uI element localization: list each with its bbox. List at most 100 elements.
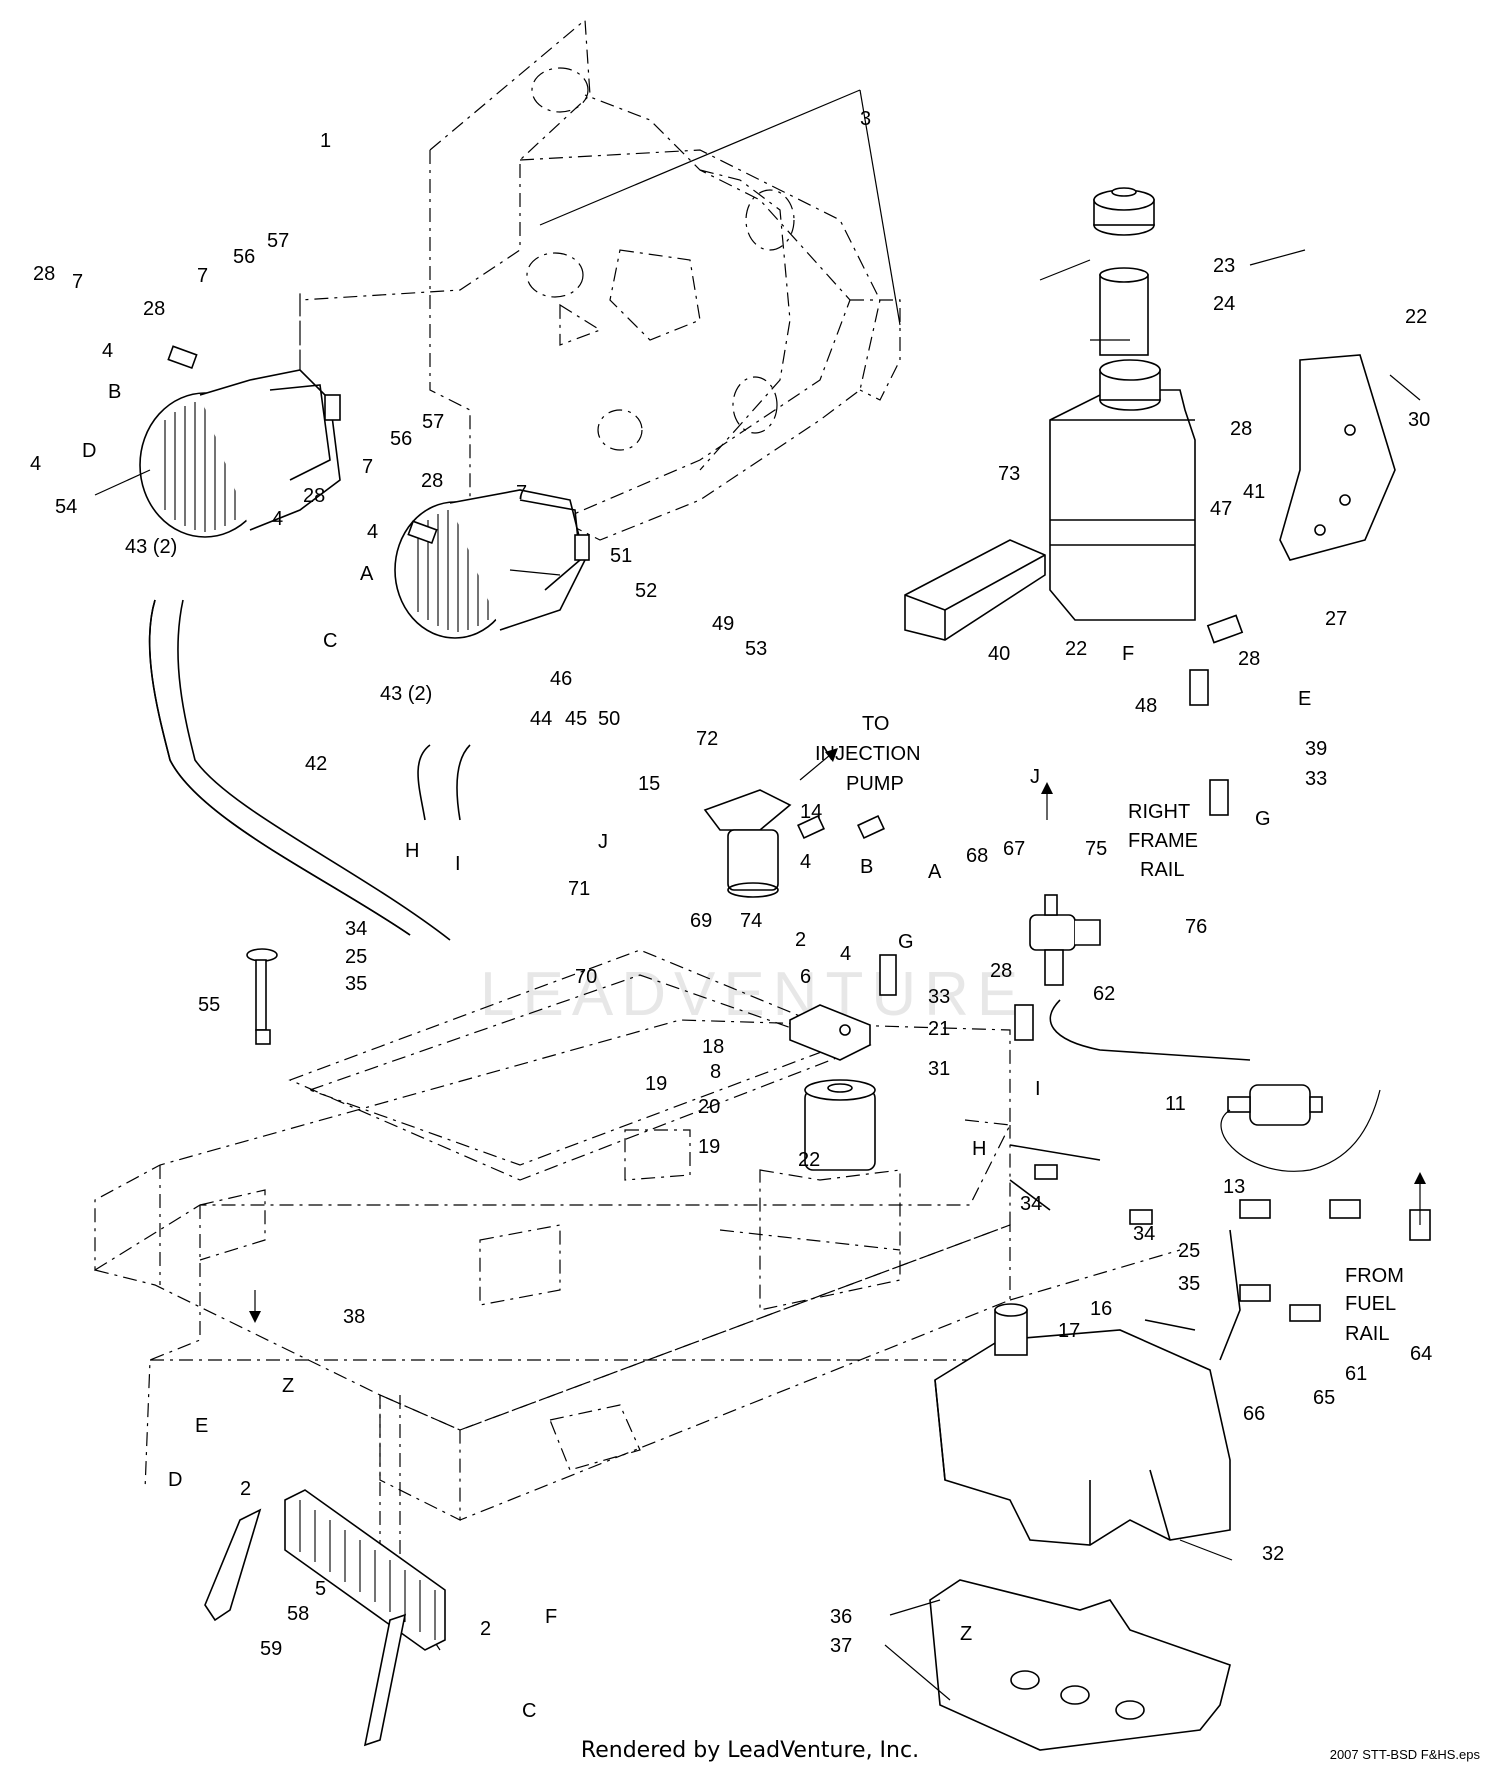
oil-cooler-fins [299, 1500, 436, 1640]
note-right: RIGHT [1128, 801, 1190, 823]
callout-61: 61 [1345, 1363, 1367, 1385]
callout-33: 33 [928, 986, 950, 1008]
callout-2: 2 [795, 929, 806, 951]
callout-69: 69 [690, 910, 712, 932]
heat-shield [929, 1579, 1231, 1751]
callout-33b: 33 [1305, 768, 1327, 790]
callout-35: 35 [345, 973, 367, 995]
callout-57b: 57 [422, 411, 444, 433]
callout-32: 32 [1262, 1543, 1284, 1565]
callout-22: 22 [798, 1149, 820, 1171]
leader-lines [94, 89, 1421, 1701]
callout-56b: 56 [390, 428, 412, 450]
callout-C2: C [522, 1700, 536, 1722]
callout-51: 51 [610, 545, 632, 567]
callout-49: 49 [712, 613, 734, 635]
callout-28e: 28 [1230, 418, 1252, 440]
fittings [167, 345, 1431, 1322]
water-separator [703, 789, 792, 898]
callout-50: 50 [598, 708, 620, 730]
callout-4f: 4 [840, 943, 851, 965]
callout-48: 48 [1135, 695, 1157, 717]
note-frame: FRAME [1128, 830, 1198, 852]
note-pump: PUMP [846, 773, 904, 795]
tank-mounting-plate [1279, 354, 1396, 561]
fuel-filter-assembly [789, 1004, 876, 1171]
callout-22c: 22 [1065, 638, 1087, 660]
note-to-injection-pump: TO INJECTION PUMP [815, 713, 921, 795]
callout-13: 13 [1223, 1176, 1245, 1198]
callout-4b: 4 [30, 453, 41, 475]
callout-Hb: H [972, 1138, 986, 1160]
callout-7d: 7 [516, 482, 527, 504]
hydro-pump-right [394, 489, 590, 639]
watermark-text: LEADVENTURE [480, 960, 1026, 1029]
callout-D: D [82, 440, 96, 462]
callout-2c: 2 [480, 1618, 491, 1640]
callout-67: 67 [1003, 838, 1025, 860]
callout-21: 21 [928, 1018, 950, 1040]
callout-28f: 28 [1238, 648, 1260, 670]
note-fuel: FUEL [1345, 1293, 1396, 1315]
callout-31: 31 [928, 1058, 950, 1080]
callout-14: 14 [800, 801, 822, 823]
callout-57: 57 [267, 230, 289, 252]
callout-4d: 4 [367, 521, 378, 543]
callout-23: 23 [1213, 255, 1235, 277]
rear-frame-plate [299, 18, 901, 541]
dipstick [246, 948, 278, 1045]
callout-54: 54 [55, 496, 77, 518]
callout-65: 65 [1313, 1387, 1335, 1409]
callout-62: 62 [1093, 983, 1115, 1005]
callout-H: H [405, 840, 419, 862]
callout-B2: B [860, 856, 873, 878]
callout-28d: 28 [303, 485, 325, 507]
hydraulic-reservoir-tank [1049, 187, 1196, 621]
callout-55: 55 [198, 994, 220, 1016]
callout-4c: 4 [272, 508, 283, 530]
note-from-fuel-rail: FROM FUEL RAIL [1345, 1265, 1404, 1345]
callout-45: 45 [565, 708, 587, 730]
callout-56: 56 [233, 246, 255, 268]
callout-70: 70 [575, 966, 597, 988]
fuel-lines [1009, 999, 1251, 1361]
callout-Z: Z [282, 1375, 294, 1397]
note-from: FROM [1345, 1265, 1404, 1287]
callout-30: 30 [1408, 409, 1430, 431]
callout-C: C [323, 630, 337, 652]
note-to: TO [862, 713, 889, 735]
callout-7b: 7 [197, 265, 208, 287]
callout-G: G [898, 931, 914, 953]
inline-fuel-pump [1220, 1084, 1381, 1172]
callout-A2: A [928, 861, 942, 883]
callout-2b: 2 [240, 1478, 251, 1500]
callout-36: 36 [830, 1606, 852, 1628]
callout-27: 27 [1325, 608, 1347, 630]
callout-11: 11 [1165, 1093, 1186, 1115]
main-chassis-frame [94, 949, 1181, 1651]
callout-47: 47 [1210, 498, 1232, 520]
note-rail2: RAIL [1345, 1323, 1389, 1345]
callout-42: 42 [305, 753, 327, 775]
callout-28c: 28 [421, 470, 443, 492]
callout-Gb: G [1255, 808, 1271, 830]
callout-58: 58 [287, 1603, 309, 1625]
callout-35b: 35 [1178, 1273, 1200, 1295]
callout-I: I [455, 853, 461, 875]
callout-15: 15 [638, 773, 660, 795]
callout-34: 34 [345, 918, 367, 940]
callout-41: 41 [1243, 481, 1265, 503]
callout-Jb: J [1030, 766, 1040, 788]
callout-Ib: I [1035, 1078, 1041, 1100]
callout-43-2b: 43 (2) [380, 683, 432, 705]
note-injection: INJECTION [815, 743, 921, 765]
callout-34b: 34 [1020, 1193, 1042, 1215]
callout-A: A [360, 563, 374, 585]
callout-25: 25 [345, 946, 367, 968]
callout-24: 24 [1213, 293, 1235, 315]
callout-labels: 1 3 7 56 57 28 7 28 4 4 B D 54 56 57 7 2… [30, 108, 1432, 1722]
callout-B: B [108, 381, 121, 403]
callout-D2: D [168, 1469, 182, 1491]
callout-66: 66 [1243, 1403, 1265, 1425]
